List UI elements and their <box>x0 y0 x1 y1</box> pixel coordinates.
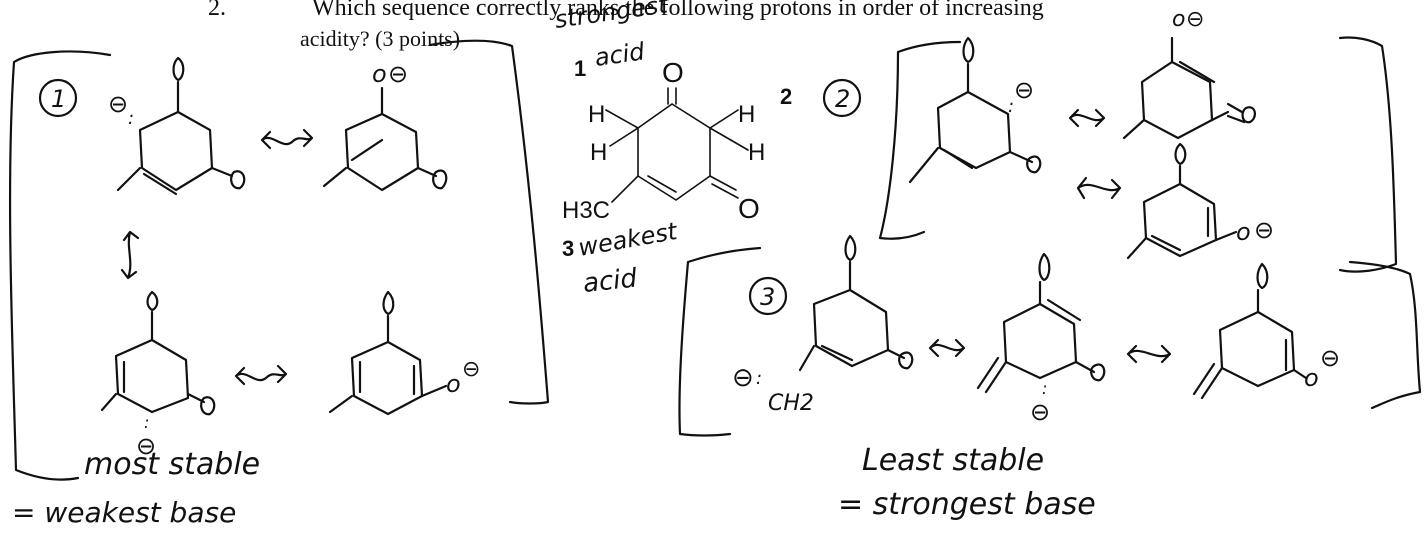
group-1-structure-a-lone-pair: : <box>128 108 134 129</box>
group-1-structure-d: o ⊖ <box>328 290 480 416</box>
group-3-structure-c: o ⊖ <box>1192 262 1340 400</box>
group-2-structure-a: : ⊖ <box>908 36 1042 184</box>
group-3-label: 3 <box>760 283 775 311</box>
center-note-strongest-2: acid <box>593 37 647 72</box>
group-3-structure-a-charge: ⊖ <box>732 363 754 393</box>
group-1-bracket-left <box>8 50 112 481</box>
group-1-structure-c: : ⊖ <box>100 290 216 460</box>
group-2-bracket-right <box>1338 36 1398 273</box>
center-note-strongest-1: strongest <box>553 0 671 34</box>
group-1-resonance-arrow-1 <box>260 128 314 150</box>
proton-label-1: 1 <box>574 56 586 81</box>
group-2-structure-b-charge: ⊖ <box>1186 7 1204 32</box>
proton-h-1b: H <box>590 139 607 166</box>
group-1-structure-d-oxygen: o <box>446 370 461 398</box>
group-3-resonance-arrow-1 <box>928 338 966 358</box>
group-1-resonance-arrow-vertical <box>120 230 140 280</box>
methyl-label: H3C <box>562 197 610 224</box>
group-3-structure-a-lone-pair: : <box>756 368 762 389</box>
proton-h-2a: H <box>738 101 755 128</box>
group-1-structure-a: ⊖ : <box>108 56 246 196</box>
group-3-structure-b-lone-pair: : <box>1042 379 1047 398</box>
question-text-line-1: Which sequence correctly ranks the follo… <box>312 0 1044 21</box>
group-3-structure-b: : ⊖ <box>976 252 1106 426</box>
group-2-structure-a-charge: ⊖ <box>1014 76 1034 104</box>
group-1-structure-d-charge: ⊖ <box>462 357 480 382</box>
group-2-structure-c: o ⊖ <box>1126 142 1274 260</box>
proton-label-2: 2 <box>780 84 792 109</box>
group-1-note-line-2: = weakest base <box>12 496 236 529</box>
group-1-note-line-1: most stable <box>84 447 260 482</box>
center-molecule: strongest 1 acid O O H H H 2 H H3C 3 wea… <box>553 0 792 299</box>
group-2-resonance-arrow-2 <box>1076 176 1122 200</box>
group-1-label: 1 <box>51 85 66 113</box>
group-1-structure-b-charge: ⊖ <box>388 60 408 88</box>
question-text-line-2: acidity? (3 points) <box>300 26 460 51</box>
group-1-circle <box>38 78 78 118</box>
group-2-structure-c-oxygen: o <box>1236 218 1251 246</box>
group-1-structure-c-lone-pair: : <box>144 413 149 432</box>
group-3-bracket-right <box>1348 260 1422 410</box>
group-1-structure-a-charge: ⊖ <box>108 90 128 118</box>
proton-h-1a: H <box>588 101 605 128</box>
group-1-resonance-arrow-2 <box>234 364 288 386</box>
group-3-note-line-1: Least stable <box>862 443 1044 478</box>
proton-h-2b: H <box>748 139 765 166</box>
carbonyl-oxygen-right: O <box>738 193 760 224</box>
group-3-circle <box>748 276 788 316</box>
proton-label-3: 3 <box>562 236 574 261</box>
carbonyl-oxygen-top: O <box>662 57 684 88</box>
group-2-label: 2 <box>835 85 850 113</box>
center-note-weakest-2: acid <box>582 263 639 299</box>
group-2-circle <box>822 78 862 118</box>
group-3-structure-c-charge: ⊖ <box>1320 344 1340 372</box>
group-2-structure-b: o ⊖ <box>1122 7 1256 140</box>
group-3-resonance-arrow-2 <box>1126 344 1172 364</box>
group-2-resonance-arrow-1 <box>1068 108 1106 128</box>
question-number: 2. <box>208 0 226 21</box>
group-2-structure-c-charge: ⊖ <box>1254 216 1274 244</box>
group-3-bracket-left <box>678 246 762 437</box>
group-1-structure-b: o ⊖ <box>322 60 448 192</box>
group-2-structure-b-oxygen: o <box>1172 7 1185 32</box>
group-3-note-line-2: = strongest base <box>838 487 1096 522</box>
group-1-bracket-right <box>428 39 550 405</box>
group-3-structure-c-oxygen: o <box>1304 364 1319 392</box>
group-3-structure-b-charge: ⊖ <box>1030 398 1050 426</box>
group-2-bracket-left <box>878 40 962 240</box>
group-1-structure-c-charge: ⊖ <box>136 432 156 460</box>
group-3-structure-a: ⊖ : CH2 <box>732 234 914 416</box>
group-3-ch2-label: CH2 <box>768 391 814 416</box>
group-1-structure-b-oxygen: o <box>372 60 387 88</box>
group-2-structure-a-lone-pair: : <box>1008 96 1014 117</box>
